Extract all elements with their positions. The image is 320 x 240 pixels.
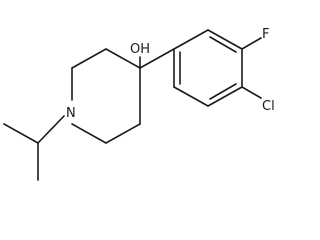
bond-n-c6 [71,123,107,144]
bond-ar4-cl [241,86,262,99]
molecule-drawing: OH N F Cl [3,27,275,181]
atom-label-f: F [262,27,269,42]
bond-ar2-ar3 [207,29,243,50]
bond-ar1-ar2 [173,29,209,50]
atom-label-n: N [66,106,76,121]
aromatic-ring [173,29,243,107]
isopropyl-group [3,115,65,181]
double-bond-ar4-ar5 [209,83,237,100]
bond-c6-c5 [105,123,141,144]
piperidine-ring [71,48,141,144]
bond-ch-me1 [3,123,39,144]
bond-ar5-ar6 [173,86,209,107]
bond-c3-c2 [71,48,107,69]
bond-c4-aryl [139,48,175,69]
atom-label-cl: Cl [262,99,275,114]
bond-ar3-f [241,37,262,50]
atom-label-oh: OH [130,42,150,57]
bond-ar4-ar5 [207,86,243,107]
atom-labels: OH N F Cl [66,27,275,121]
structure-canvas: OH N F Cl [3,27,275,181]
bond-n-ch [37,115,65,144]
bond-c4-c3 [105,48,141,69]
double-bond-ar2-ar3 [209,36,237,53]
